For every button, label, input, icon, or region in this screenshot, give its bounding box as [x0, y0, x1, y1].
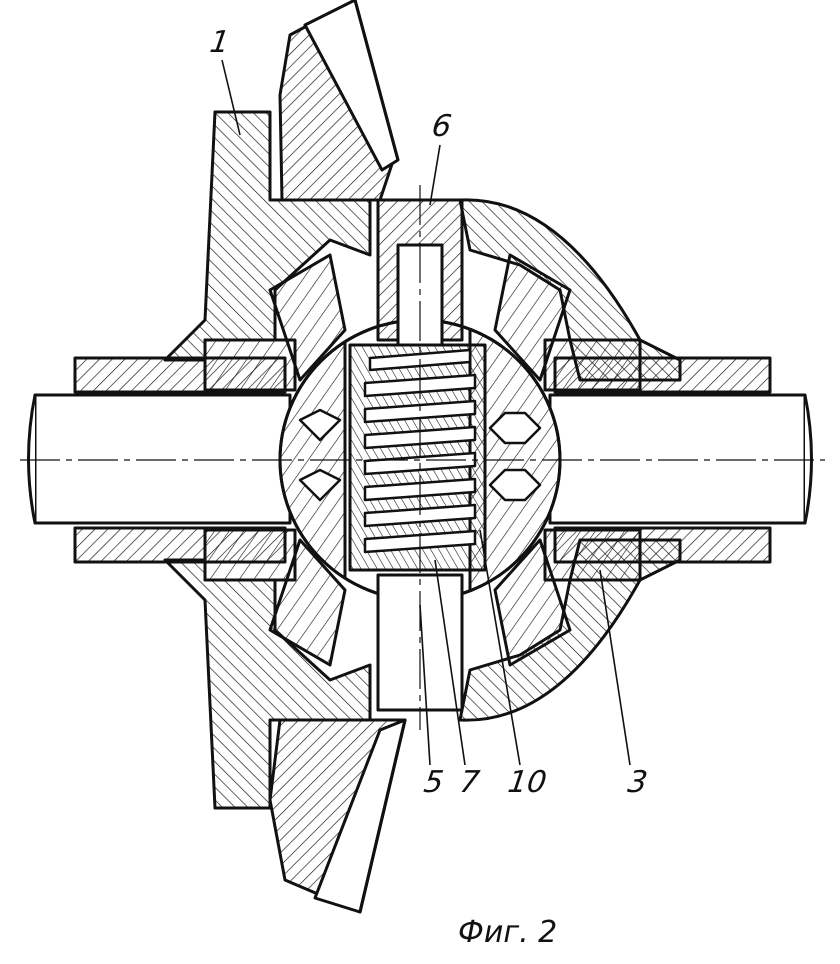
left-teeth [298, 408, 342, 502]
ring-gear-lower [268, 718, 407, 914]
center-lines [20, 185, 825, 730]
left-shaft [27, 393, 292, 525]
ring-gear-upper [278, 0, 400, 202]
right-shaft [548, 393, 813, 525]
bushings [73, 338, 772, 582]
bevel-side-gears [268, 253, 572, 667]
hex-sockets [488, 411, 542, 502]
leader-lines [221, 59, 631, 766]
label-part-10: 10 [505, 765, 549, 800]
figure-caption: Фиг. 2 [458, 915, 558, 950]
worm-shaft-7 [348, 343, 487, 572]
